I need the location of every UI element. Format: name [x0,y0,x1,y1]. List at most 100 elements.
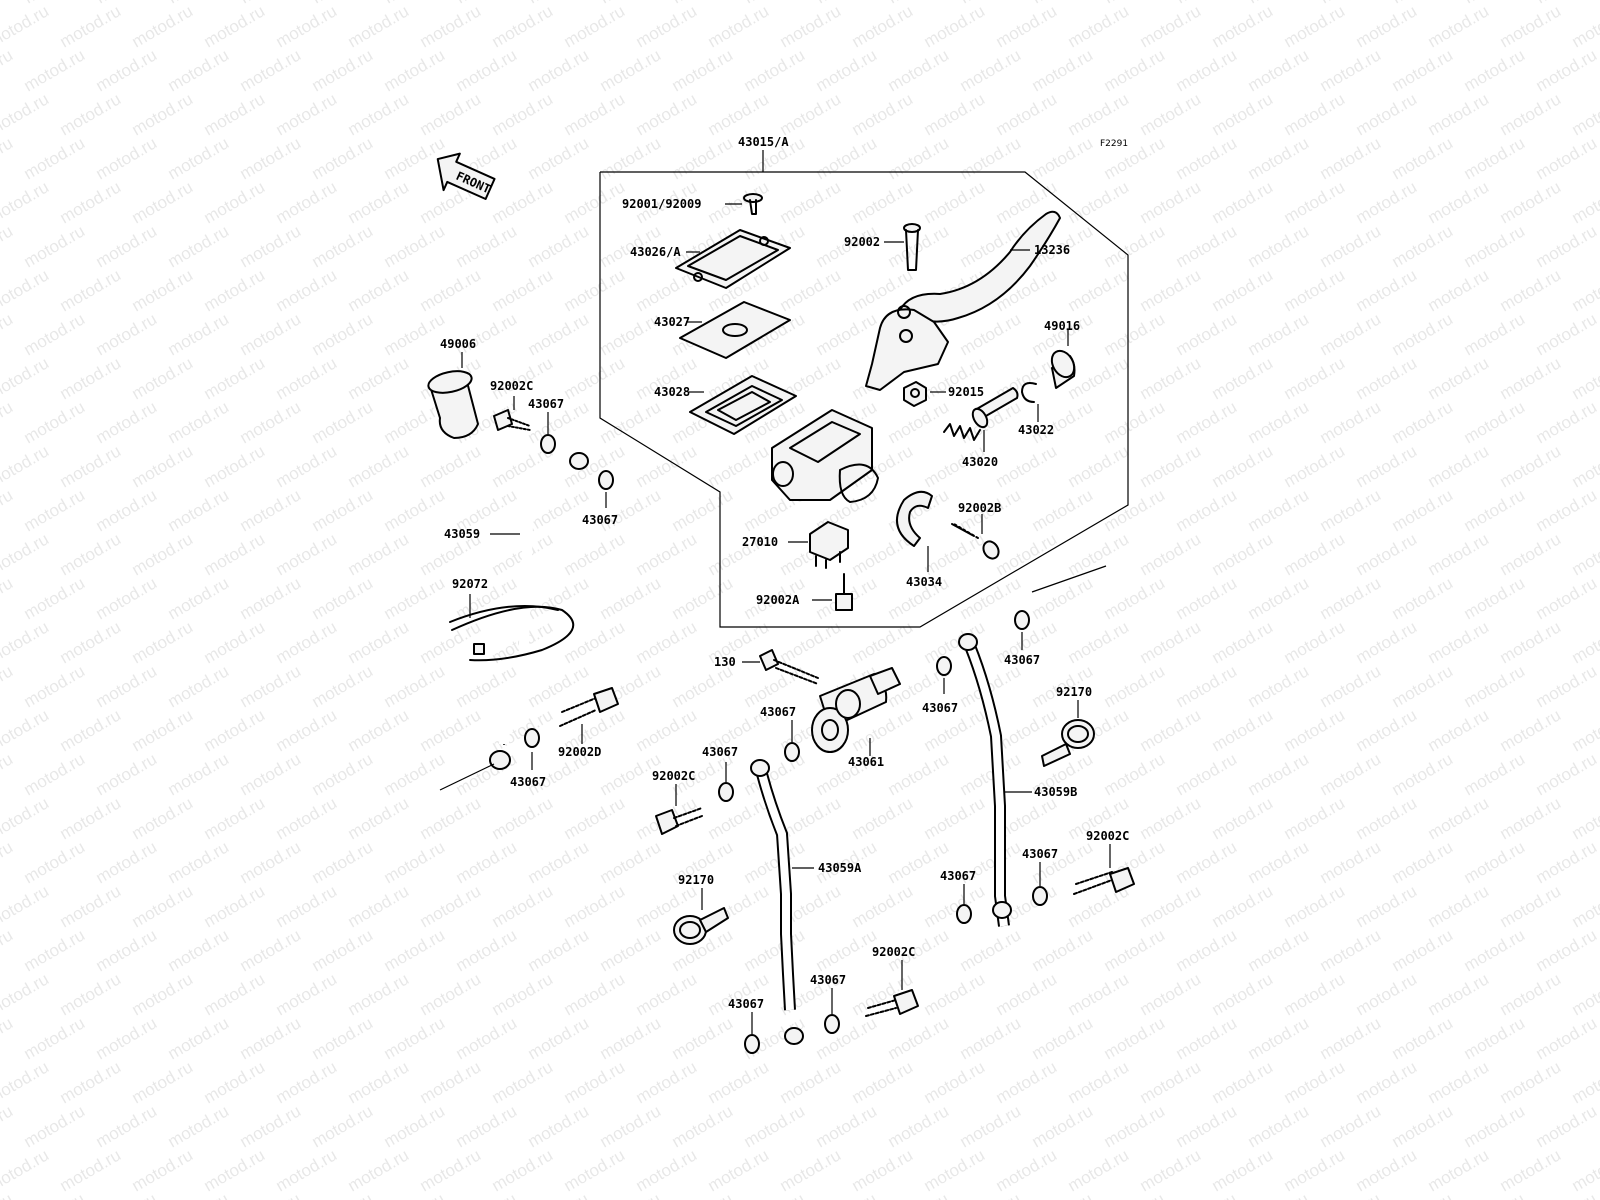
watermark-text: motod.ru [0,397,16,447]
watermark-text: motod.ru [489,265,557,315]
watermark-text: motod.ru [1353,881,1421,931]
watermark-text: motod.ru [561,1145,629,1195]
watermark-text: motod.ru [669,1013,737,1063]
watermark-text: motod.ru [129,881,197,931]
watermark-text: motod.ru [1533,1013,1600,1063]
watermark-text: motod.ru [957,1189,1025,1200]
watermark-text: motod.ru [309,0,377,7]
watermark-text: motod.ru [741,837,809,887]
watermark-text: motod.ru [1173,397,1241,447]
watermark-text: motod.ru [1533,749,1600,799]
watermark-text: motod.ru [1137,881,1205,931]
watermark-text: motod.ru [417,89,485,139]
label-92002C-c: 92002C [872,945,915,959]
watermark-text: motod.ru [165,661,233,711]
watermark-text: motod.ru [1245,661,1313,711]
watermark-text: motod.ru [453,837,521,887]
watermark-text: motod.ru [1101,485,1169,535]
watermark-text: motod.ru [0,749,16,799]
watermark-text: motod.ru [345,617,413,667]
watermark-text: motod.ru [0,1057,52,1107]
watermark-text: motod.ru [129,177,197,227]
watermark-text: motod.ru [165,1101,233,1151]
watermark-text: motod.ru [1569,265,1600,315]
watermark-text: motod.ru [1101,397,1169,447]
watermark-text: motod.ru [1245,485,1313,535]
part-92002C-bolt-c [865,989,919,1017]
watermark-text: motod.ru [129,1145,197,1195]
part-43059B-hose [958,565,1107,927]
watermark-text: motod.ru [993,529,1061,579]
label-43026A: 43026/A [630,245,681,259]
watermark-text: motod.ru [705,89,773,139]
watermark-text: motod.ru [0,1,52,51]
watermark-text: motod.ru [1173,45,1241,95]
watermark-text: motod.ru [57,265,125,315]
watermark-text: motod.ru [1173,0,1241,7]
watermark-text: motod.ru [1461,485,1529,535]
label-92002A: 92002A [756,593,800,607]
watermark-text: motod.ru [885,133,953,183]
watermark-text: motod.ru [885,1101,953,1151]
watermark-text: motod.ru [273,617,341,667]
watermark-text: motod.ru [957,45,1025,95]
watermark-text: motod.ru [489,881,557,931]
watermark-text: motod.ru [21,573,89,623]
part-43022-circlip [1021,382,1037,403]
watermark-text: motod.ru [1209,881,1277,931]
watermark-text: motod.ru [1353,1145,1421,1195]
watermark-text: motod.ru [1137,1,1205,51]
watermark-text: motod.ru [1173,749,1241,799]
watermark-text: motod.ru [57,1057,125,1107]
watermark-text: motod.ru [0,353,52,403]
watermark-text: motod.ru [21,309,89,359]
watermark-text: motod.ru [1209,969,1277,1019]
part-92002C-bolt-b [655,807,703,835]
watermark-text: motod.ru [1533,133,1600,183]
watermark-text: motod.ru [813,133,881,183]
watermark-text: motod.ru [1353,89,1421,139]
watermark-text: motod.ru [201,441,269,491]
watermark-text: motod.ru [849,177,917,227]
watermark-text: motod.ru [1209,89,1277,139]
watermark-text: motod.ru [381,837,449,887]
watermark-text: motod.ru [381,573,449,623]
watermark-text: motod.ru [813,1101,881,1151]
watermark-text: motod.ru [21,661,89,711]
watermark-text: motod.ru [1497,265,1565,315]
watermark-text: motod.ru [1137,969,1205,1019]
watermark-text: motod.ru [1425,89,1493,139]
watermark-text: motod.ru [633,441,701,491]
watermark-text: motod.ru [561,353,629,403]
watermark-text: motod.ru [345,1057,413,1107]
watermark-text: motod.ru [705,793,773,843]
watermark-text: motod.ru [1101,925,1169,975]
watermark-text: motod.ru [93,1101,161,1151]
watermark-text: motod.ru [1497,1145,1565,1195]
watermark-text: motod.ru [345,793,413,843]
watermark-text: motod.ru [1065,1057,1133,1107]
watermark-text: motod.ru [1245,837,1313,887]
watermark-text: motod.ru [957,1101,1025,1151]
watermark-text: motod.ru [0,617,52,667]
watermark-text: motod.ru [1497,177,1565,227]
watermark-text: motod.ru [1281,353,1349,403]
watermark-text: motod.ru [489,969,557,1019]
watermark-text: motod.ru [201,1145,269,1195]
watermark-text: motod.ru [93,0,161,7]
part-92002B-bolt [951,523,1000,560]
watermark-text: motod.ru [561,265,629,315]
watermark-text: motod.ru [93,573,161,623]
watermark-text: motod.ru [1281,881,1349,931]
watermark-text: motod.ru [921,969,989,1019]
watermark-text: motod.ru [1137,793,1205,843]
watermark-text: motod.ru [93,133,161,183]
label-43067-c: 43067 [510,775,546,789]
assembly-outline [599,171,1129,628]
watermark-text: motod.ru [1425,177,1493,227]
watermark-text: motod.ru [1137,177,1205,227]
watermark-text: motod.ru [525,1101,593,1151]
watermark-text: motod.ru [1569,617,1600,667]
watermark-text: motod.ru [561,617,629,667]
watermark-text: motod.ru [1173,485,1241,535]
